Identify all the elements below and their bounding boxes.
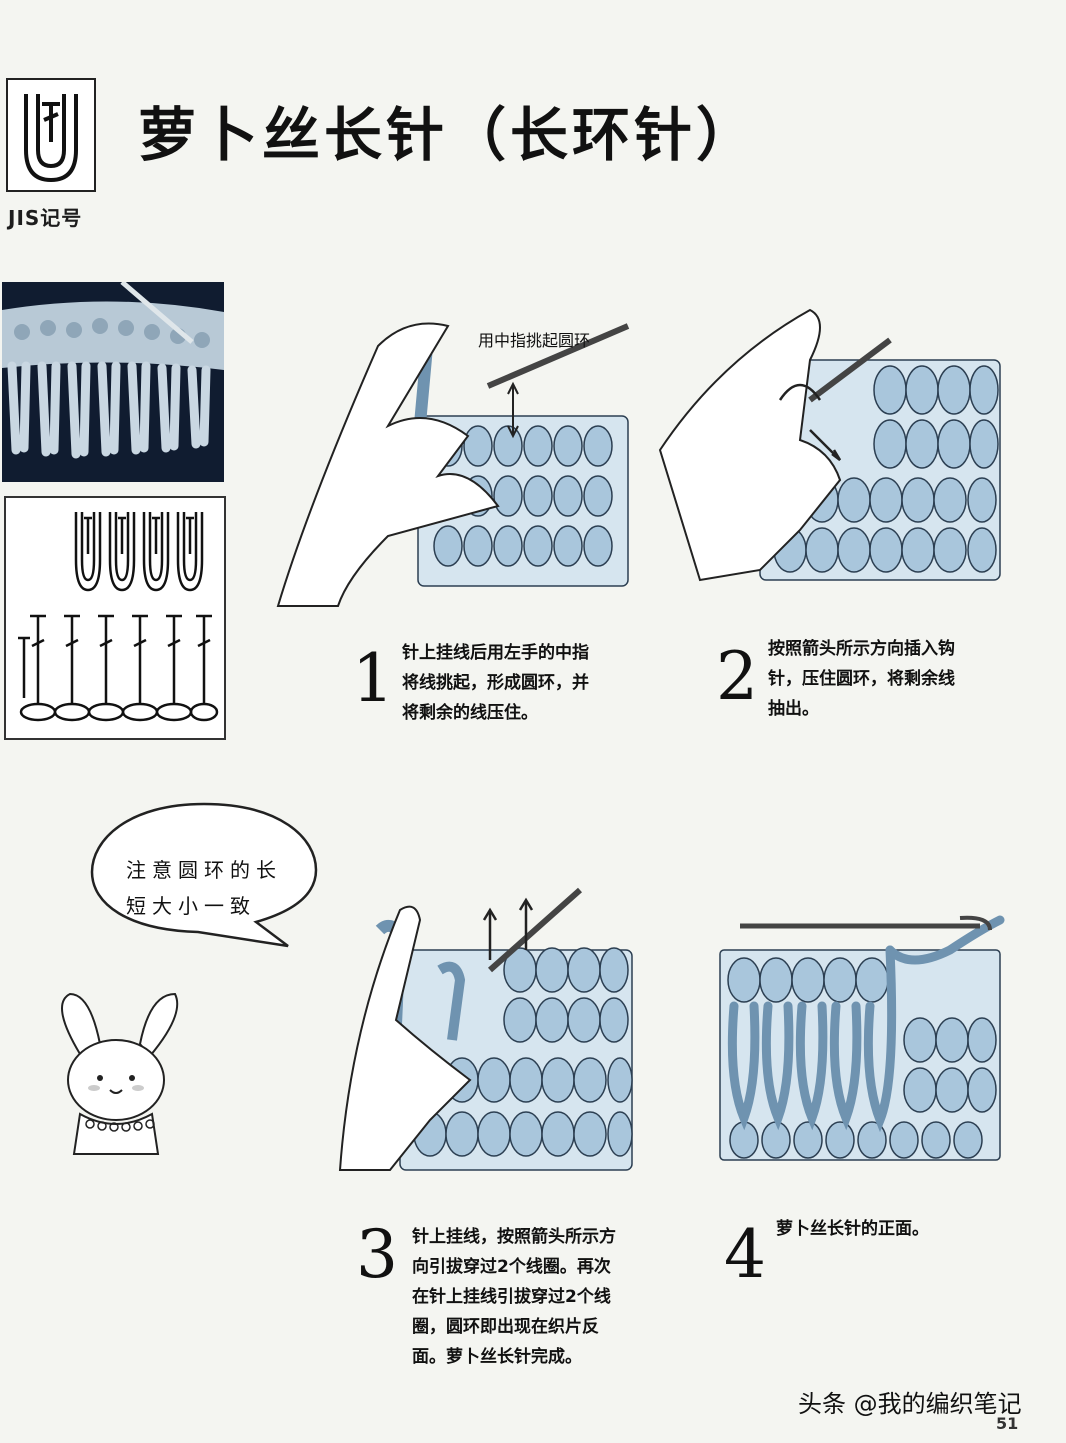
step4-number: 4	[724, 1216, 766, 1293]
step3-text: 针上挂线，按照箭头所示方 向引拔穿过2个线圈。再次 在针上挂线引拔穿过2个线 圈…	[412, 1222, 682, 1372]
step2-line: 针，压住圆环，将剩余线	[768, 669, 955, 689]
step3-line: 在针上挂线引拔穿过2个线	[412, 1287, 611, 1307]
speech-bubble-text: 注意圆环的长 短大小一致	[126, 852, 296, 924]
step3-number: 3	[356, 1216, 398, 1293]
step1-number: 1	[352, 640, 394, 717]
bunny-mascot-icon	[61, 992, 179, 1155]
page-number: 51	[996, 1414, 1019, 1433]
speech-bubble	[90, 802, 318, 948]
step2-line: 按照箭头所示方向插入钩	[768, 639, 955, 659]
footer-watermark: 头条 @我的编织笔记	[798, 1390, 1022, 1418]
step1-illustration: 用中指挑起圆环	[276, 322, 630, 607]
step1-line: 针上挂线后用左手的中指	[402, 643, 589, 663]
step1-text: 针上挂线后用左手的中指 将线挑起，形成圆环，并 将剩余的线压住。	[402, 638, 662, 728]
step4-illustration	[719, 915, 1005, 1161]
loop-stitch-symbol-icon	[24, 94, 78, 183]
step3-line: 圈，圆环即出现在织片反	[412, 1317, 599, 1337]
step1-callout: 用中指挑起圆环	[478, 331, 590, 350]
step1-line: 将线挑起，形成圆环，并	[402, 673, 589, 693]
step2-line: 抽出。	[768, 699, 819, 719]
step3-illustration	[338, 887, 633, 1171]
speech-line: 短大小一致	[126, 894, 256, 918]
step1-line: 将剩余的线压住。	[402, 703, 538, 723]
swatch-photo	[2, 282, 224, 482]
step4-text: 萝卜丝长针的正面。	[776, 1214, 1016, 1244]
speech-line: 注意圆环的长	[126, 858, 282, 882]
step2-number: 2	[716, 638, 758, 715]
jis-symbol-box	[6, 78, 96, 192]
step3-line: 向引拔穿过2个线圈。再次	[412, 1257, 611, 1277]
step3-line: 面。萝卜丝长针完成。	[412, 1347, 582, 1367]
step2-illustration	[658, 308, 1001, 582]
step3-line: 针上挂线，按照箭头所示方	[412, 1227, 616, 1247]
page-title: 萝卜丝长针（长环针）	[138, 101, 759, 169]
step4-line: 萝卜丝长针的正面。	[776, 1219, 929, 1239]
jis-label: JIS记号	[8, 206, 83, 230]
symbol-chart	[4, 496, 226, 740]
step2-text: 按照箭头所示方向插入钩 针，压住圆环，将剩余线 抽出。	[768, 634, 1028, 724]
